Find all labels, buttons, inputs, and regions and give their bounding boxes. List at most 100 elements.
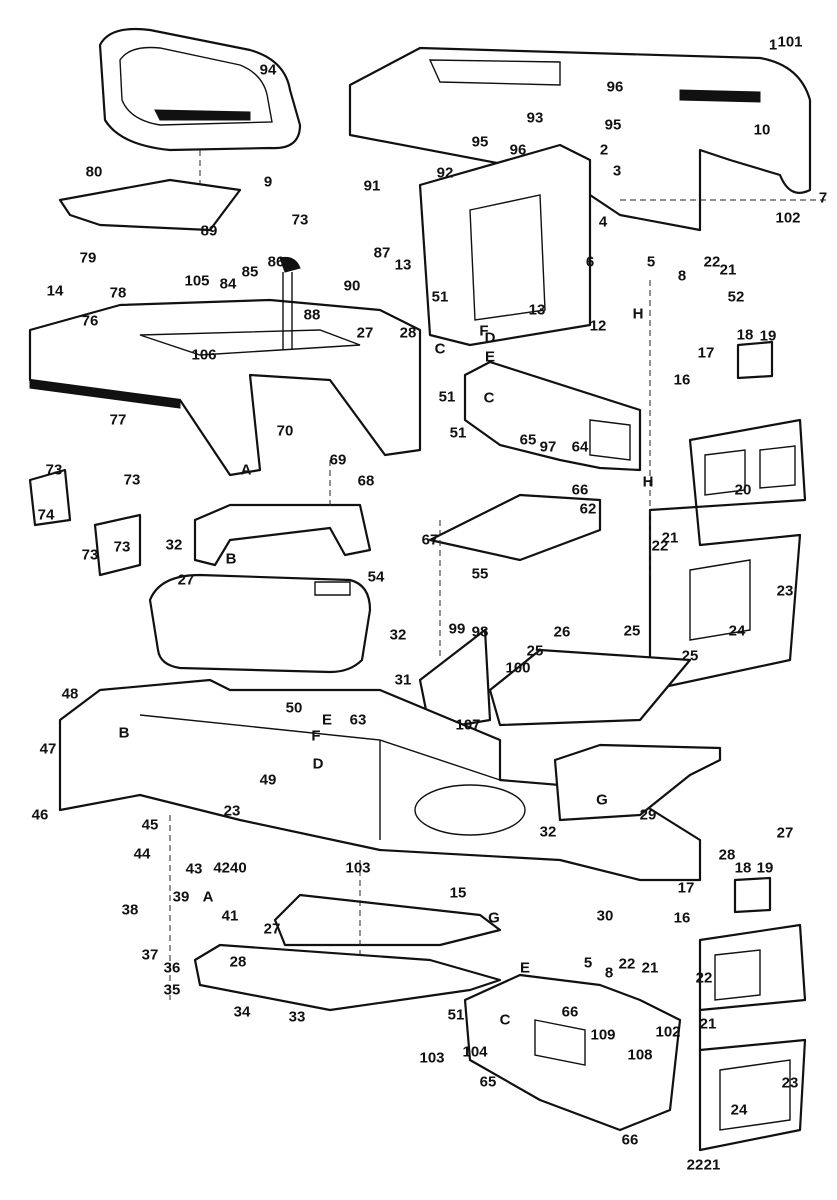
part-callout-65: 65 [519,431,537,449]
part-callout-55: 55 [471,565,489,583]
part-callout-B: B [118,724,130,742]
part-callout-5: 5 [583,954,593,972]
part-callout-49: 49 [259,771,277,789]
part-callout-29: 29 [639,806,657,824]
part-callout-73: 73 [45,461,63,479]
part-callout-31: 31 [394,671,412,689]
part-callout-4: 4 [598,213,608,231]
part-callout-18: 18 [734,859,752,877]
part-callout-21: 21 [641,959,659,977]
frame [58,678,702,882]
part-callout-109: 109 [590,1026,616,1044]
part-callout-4240: 4240 [213,859,247,877]
part-callout-A: A [240,461,252,479]
deck-plate [488,648,692,727]
part-callout-91: 91 [363,177,381,195]
part-callout-76: 76 [81,312,99,330]
part-callout-5: 5 [646,253,656,271]
part-callout-25: 25 [681,647,699,665]
part-callout-28: 28 [718,846,736,864]
part-callout-24: 24 [730,1101,748,1119]
part-callout-73: 73 [81,546,99,564]
headlight-lower [733,876,772,914]
part-callout-E: E [519,959,531,977]
part-callout-23: 23 [781,1074,799,1092]
part-callout-27: 27 [263,920,281,938]
part-callout-27: 27 [776,824,794,842]
footrest [193,943,502,1012]
part-callout-D: D [312,755,324,773]
part-callout-G: G [596,791,608,809]
part-callout-92: 92 [436,164,454,182]
part-callout-63: 63 [349,711,367,729]
part-callout-14: 14 [46,282,64,300]
side-panel-upper [463,360,642,472]
part-callout-39: 39 [172,888,190,906]
part-callout-48: 48 [61,685,79,703]
headlight [736,340,774,380]
part-callout-52: 52 [727,288,745,306]
part-callout-94: 94 [259,61,277,79]
dash-panel [418,143,592,347]
part-callout-8: 8 [604,964,614,982]
part-callout-28: 28 [399,324,417,342]
part-callout-51: 51 [431,288,449,306]
part-callout-23: 23 [776,582,794,600]
part-callout-103: 103 [419,1049,445,1067]
part-callout-64: 64 [571,438,589,456]
part-callout-23: 23 [223,802,241,820]
part-callout-A: A [202,888,214,906]
part-callout-32: 32 [389,626,407,644]
part-callout-E: E [321,711,333,729]
floor-plate [428,493,602,562]
seat [98,27,302,152]
part-callout-51: 51 [438,388,456,406]
part-callout-17: 17 [697,344,715,362]
part-callout-C: C [499,1011,511,1029]
part-callout-107: 107 [455,716,481,734]
part-callout-21: 21 [661,529,679,547]
part-callout-67: 67 [421,531,439,549]
part-callout-25: 25 [623,622,641,640]
part-callout-96: 96 [509,141,527,159]
part-callout-101: 101 [777,33,803,51]
part-callout-D: D [484,329,496,347]
part-callout-28: 28 [229,953,247,971]
part-callout-89: 89 [200,222,218,240]
part-callout-66: 66 [561,1003,579,1021]
part-callout-F: F [479,322,489,340]
part-callout-90: 90 [343,277,361,295]
part-callout-F: F [311,727,321,745]
front-grille-lower [698,923,807,1152]
part-callout-8: 8 [677,267,687,285]
part-callout-E: E [484,348,496,366]
part-callout-22: 22 [686,1156,704,1174]
part-callout-22: 22 [651,537,669,555]
part-callout-15: 15 [449,884,467,902]
part-callout-22: 22 [695,969,713,987]
part-callout-68: 68 [357,472,375,490]
part-callout-73: 73 [291,211,309,229]
part-callout-98: 98 [471,623,489,641]
side-panel-lower [463,973,682,1132]
hood [348,46,812,232]
part-callout-19: 19 [759,327,777,345]
front-grille-upper [648,418,807,692]
part-callout-69: 69 [329,451,347,469]
part-callout-96: 96 [606,78,624,96]
part-callout-6: 6 [585,253,595,271]
part-callout-9: 9 [263,173,273,191]
part-callout-51: 51 [449,424,467,442]
part-callout-H: H [642,473,654,491]
part-callout-95: 95 [471,133,489,151]
part-callout-22: 22 [618,955,636,973]
part-callout-21: 21 [703,1156,721,1174]
part-callout-54: 54 [367,568,385,586]
part-callout-104: 104 [462,1043,488,1061]
part-callout-73: 73 [113,538,131,556]
tank-bracket [193,503,372,567]
part-callout-33: 33 [288,1008,306,1026]
front-bracket [553,743,722,822]
